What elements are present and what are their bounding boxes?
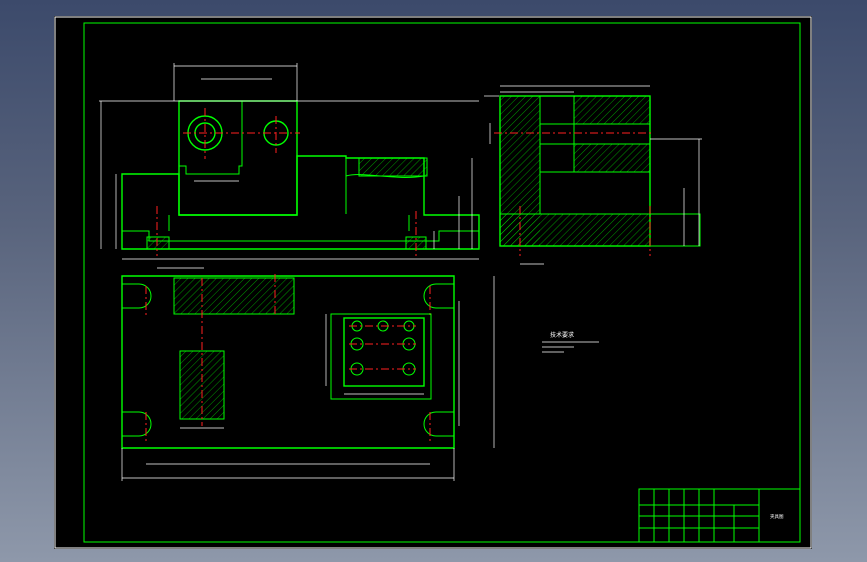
plan-view	[121, 274, 495, 481]
cad-viewport[interactable]: 技术要求 夹具图	[54, 16, 812, 549]
sheet-border-outer	[54, 16, 812, 549]
drawing-name: 夹具图	[770, 513, 784, 520]
technical-requirements-title: 技术要求	[550, 331, 574, 339]
front-view	[99, 63, 480, 269]
side-view	[484, 85, 702, 265]
sheet-border-inner	[83, 22, 801, 543]
technical-requirements: 技术要求	[542, 331, 599, 353]
title-block: 夹具图	[638, 488, 801, 543]
